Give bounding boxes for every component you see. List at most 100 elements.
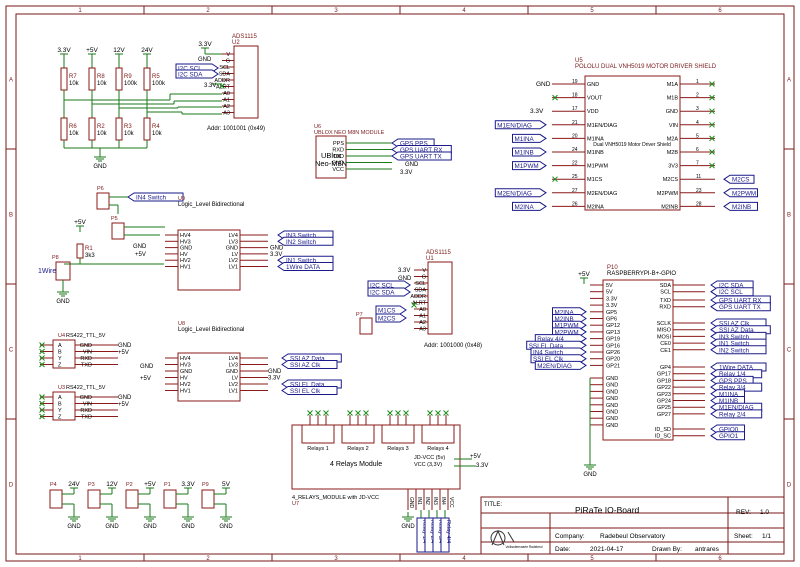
- resistor: [115, 67, 123, 91]
- u8-gnd-label: GND: [140, 364, 154, 370]
- no-connect-mark: [39, 394, 45, 400]
- power-connector: [125, 489, 139, 509]
- pi-5v: +5V: [578, 271, 590, 278]
- relay-net-text: Relay 3/4: [437, 520, 443, 543]
- resistor: [88, 117, 96, 141]
- no-connect-mark: [363, 410, 369, 416]
- no-connect-mark: [315, 410, 321, 416]
- motor-pin-name: VOUT: [587, 96, 603, 102]
- rs422-pin: Y: [58, 408, 62, 414]
- no-connect-mark: [219, 83, 225, 89]
- motor-pin-num: 25: [572, 174, 578, 180]
- resistor-value: 100k: [124, 81, 138, 87]
- u9-left-pin: HV1: [180, 265, 191, 271]
- no-connect-mark: [709, 94, 715, 101]
- relay-pin: VCC: [448, 497, 454, 508]
- ads1115-u2-ref: U2: [232, 40, 240, 46]
- gps-gnd: GND: [405, 162, 419, 168]
- power-connector: [87, 489, 101, 509]
- u1-pin: A2: [419, 320, 426, 326]
- rs422-title: RS422_TTL_5V: [66, 333, 106, 339]
- u8-left-pin: HV: [180, 376, 188, 382]
- gps-vcc: 3.3V: [400, 170, 412, 176]
- motor-right-net: [723, 188, 758, 198]
- relay-vcc: VCC (3,3V): [414, 462, 442, 468]
- relay-label: Relays 4: [427, 446, 448, 452]
- gps-pin: PPS: [333, 141, 344, 147]
- u1-ref: U1: [426, 256, 434, 262]
- rs422-5v: +5V: [118, 402, 129, 408]
- rs422-pin: B: [58, 350, 62, 356]
- gps-label2: Neo-M8N: [315, 159, 347, 168]
- ground-label: GND: [219, 524, 233, 530]
- motor-left-net-text: M1EN/DIAG: [497, 122, 532, 129]
- power-1: +5V: [86, 47, 98, 54]
- pi-left-net-text: M2PWM: [555, 329, 579, 336]
- pi-left-net-text: M1PWM: [555, 323, 579, 330]
- pi-gnd-pin: GND: [606, 410, 618, 416]
- title-block: [480, 496, 785, 555]
- pi-left-pin: GP5: [606, 310, 617, 316]
- u9-right-pin: LV1: [229, 265, 238, 271]
- frame-column-label: 3: [334, 8, 338, 14]
- u9-gnd-label: GND: [133, 244, 147, 250]
- ads1115-u2-pin: SDA: [219, 72, 231, 78]
- motor-pin-num: 6: [696, 147, 699, 153]
- rs422-gnd: GND: [118, 395, 132, 401]
- power-connector-voltage: 3.3V: [181, 481, 195, 488]
- pi-right-net: [710, 409, 763, 419]
- u1-m2cs: [375, 313, 407, 323]
- motor-right-net-text: M2CS: [732, 177, 750, 184]
- title-label: TITLE:: [484, 502, 502, 508]
- motor-left-net: [512, 161, 547, 171]
- u9-right-pin: LV2: [229, 258, 238, 264]
- motor-pin-name: M2CS: [663, 177, 679, 183]
- pi-ref: P10: [607, 265, 618, 271]
- power-connector-ground: [182, 516, 194, 522]
- pi-right-pin: GP24: [657, 399, 671, 405]
- pi-right-net-text: GPIO1: [719, 433, 739, 440]
- company-label: Company:: [555, 533, 585, 540]
- pi-right-net: [710, 287, 754, 297]
- u8-right-net: [281, 386, 338, 395]
- pi-left-pin: GP20: [606, 357, 620, 363]
- motor-left-net: [512, 147, 547, 157]
- resistor-ref: R3: [124, 124, 132, 130]
- u8-right-net: GND: [268, 369, 282, 375]
- power-connector-ground: [68, 516, 80, 522]
- u1-sda-text: I2C SDA: [370, 290, 395, 297]
- motor-left-net: [512, 133, 547, 143]
- rs422-pin: Z: [58, 415, 62, 421]
- power-connector-voltage: 12V: [106, 481, 118, 488]
- power-connector-voltage: 5V: [222, 481, 231, 488]
- relay-pin: IN4: [440, 497, 446, 505]
- resistor-ref: R9: [124, 74, 132, 80]
- rs422-body: [52, 391, 76, 421]
- motor-pin-num: 21: [572, 120, 578, 126]
- power-connector-ref: P3: [88, 482, 95, 488]
- ads1115-u2-pin: A3: [223, 111, 230, 117]
- resistor: [88, 67, 96, 91]
- resistor-ref: R8: [97, 74, 105, 80]
- gps-net: [391, 151, 452, 161]
- ground-label: GND: [401, 524, 415, 530]
- resistor: [60, 117, 68, 141]
- power-connector-ref: P4: [50, 482, 57, 488]
- pi-right-net-text: GPIO0: [719, 427, 739, 434]
- pi-left-pin: GP26: [606, 350, 620, 356]
- drawn-by-label: Drawn By:: [652, 546, 682, 553]
- pi-left-net: [534, 360, 587, 370]
- pi-right-net-text: Relay 1/4: [719, 371, 746, 378]
- no-connect-mark: [395, 410, 401, 416]
- pi-gnd-pin: GND: [606, 383, 618, 389]
- u8-right-net: 3.3V: [268, 376, 280, 382]
- motor-pin-name: GND: [587, 82, 599, 88]
- pi-right-pin: GP4: [660, 365, 671, 371]
- no-connect-mark: [39, 400, 45, 407]
- motor-right-net-text: M2PWM: [732, 190, 756, 197]
- relay-module-body: [291, 424, 461, 490]
- power-connector-voltage: 24V: [68, 481, 80, 488]
- frame-row-label: D: [9, 483, 14, 489]
- ads1115-u2-pin: A2: [223, 104, 230, 110]
- rs422-title: RS422_TTL_5V: [66, 385, 106, 391]
